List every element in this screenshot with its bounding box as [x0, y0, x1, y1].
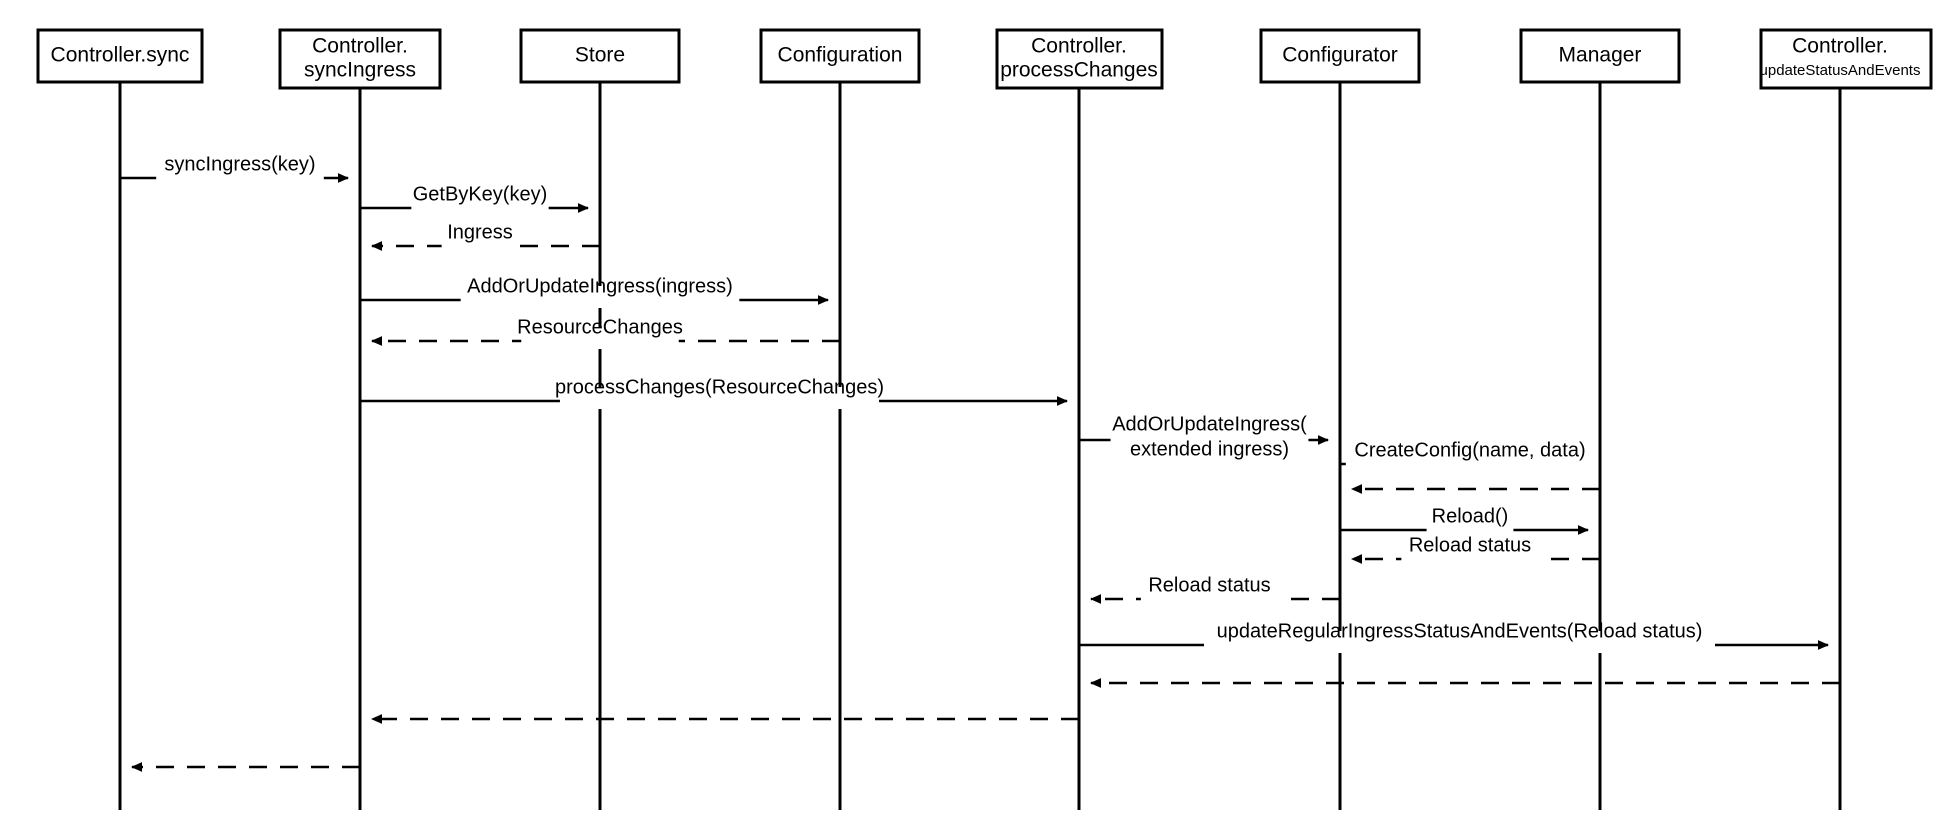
participant-box [519, 28, 681, 84]
messages-layer: syncIngress(key) GetByKey(key) IngressAddO… [120, 153, 1840, 772]
message-label: CreateConfig(name, data) [1354, 439, 1585, 461]
message-m5[interactable]: ResourceChanges [371, 316, 840, 349]
participant-label: Store [575, 44, 625, 67]
participant-label: processChanges [1000, 59, 1158, 82]
message-label: AddOrUpdateIngress(ingress) [467, 275, 733, 297]
message-label: Reload status [1409, 534, 1531, 556]
message-m6[interactable]: processChanges(ResourceChanges) [360, 376, 1068, 409]
message-m4[interactable]: AddOrUpdateIngress(ingress) [360, 275, 829, 308]
message-m10[interactable]: Reload() [1340, 505, 1589, 538]
participant-configuration[interactable]: Configuration [759, 28, 921, 84]
participant-box [36, 28, 204, 84]
participant-manager[interactable]: Manager [1519, 28, 1681, 84]
message-label-backing [1345, 450, 1595, 472]
message-m2[interactable]: GetByKey(key) [360, 183, 589, 216]
participant-box [278, 28, 442, 90]
message-label-backing [1140, 585, 1279, 607]
participant-label: Configurator [1282, 44, 1398, 67]
participant-box [1519, 28, 1681, 84]
message-m11[interactable]: Reload status [1351, 534, 1600, 567]
message-label: GetByKey(key) [413, 183, 547, 205]
participant-label: Manager [1559, 44, 1642, 67]
participant-controller-processchanges[interactable]: Controller.processChanges [995, 28, 1164, 90]
message-label: processChanges(ResourceChanges) [555, 376, 884, 398]
message-label: Ingress [447, 221, 513, 243]
message-label-backing [1204, 631, 1715, 653]
message-label-backing [441, 232, 519, 254]
participant-controller-updatestatusandevents[interactable]: Controller. updateStatusAndEvents [1759, 28, 1933, 90]
message-label-backing [411, 194, 549, 216]
message-label-backing [1110, 414, 1309, 462]
participant-configurator[interactable]: Configurator [1259, 28, 1421, 84]
participant-controller-syncingress[interactable]: Controller.syncIngress [278, 28, 442, 90]
participant-label: Controller. [312, 35, 408, 58]
participant-box [759, 28, 921, 84]
participant-label: syncIngress [304, 59, 416, 82]
participant-controller-sync[interactable]: Controller.sync [36, 28, 204, 84]
message-label-backing [1401, 545, 1539, 567]
message-label: updateRegularIngressStatusAndEvents(Relo… [1217, 620, 1703, 642]
participant-box [1759, 28, 1933, 90]
participant-store[interactable]: Store [519, 28, 681, 84]
message-m1[interactable]: syncIngress(key) [120, 153, 349, 186]
participant-label: updateStatusAndEvents [1760, 62, 1921, 79]
message-label: syncIngress(key) [164, 153, 315, 175]
participant-label: Configuration [778, 44, 903, 67]
message-label: extended ingress) [1130, 438, 1289, 460]
participant-label: Controller. [1031, 35, 1127, 58]
participant-label: Controller.sync [51, 44, 190, 67]
message-label-backing [460, 286, 740, 308]
message-label: Reload() [1432, 505, 1509, 527]
message-m3[interactable]: Ingress [371, 221, 600, 254]
lifelines-layer [118, 82, 1842, 810]
message-label: ResourceChanges [517, 316, 683, 338]
message-m7[interactable]: AddOrUpdateIngress( extended ingress) [1079, 413, 1329, 462]
message-label-backing [521, 327, 679, 349]
message-m8[interactable]: CreateConfig(name, data) [1340, 439, 1595, 472]
participant-box [995, 28, 1164, 90]
message-m13[interactable]: updateRegularIngressStatusAndEvents(Relo… [1079, 620, 1829, 653]
participant-label: Controller. [1792, 35, 1888, 58]
participant-box [1259, 28, 1421, 84]
message-label: Reload status [1148, 574, 1270, 596]
message-label-backing [559, 387, 880, 409]
message-m12[interactable]: Reload status [1090, 574, 1340, 607]
message-label-backing [1426, 516, 1514, 538]
message-label: AddOrUpdateIngress( [1112, 413, 1307, 435]
message-label-backing [156, 164, 324, 186]
